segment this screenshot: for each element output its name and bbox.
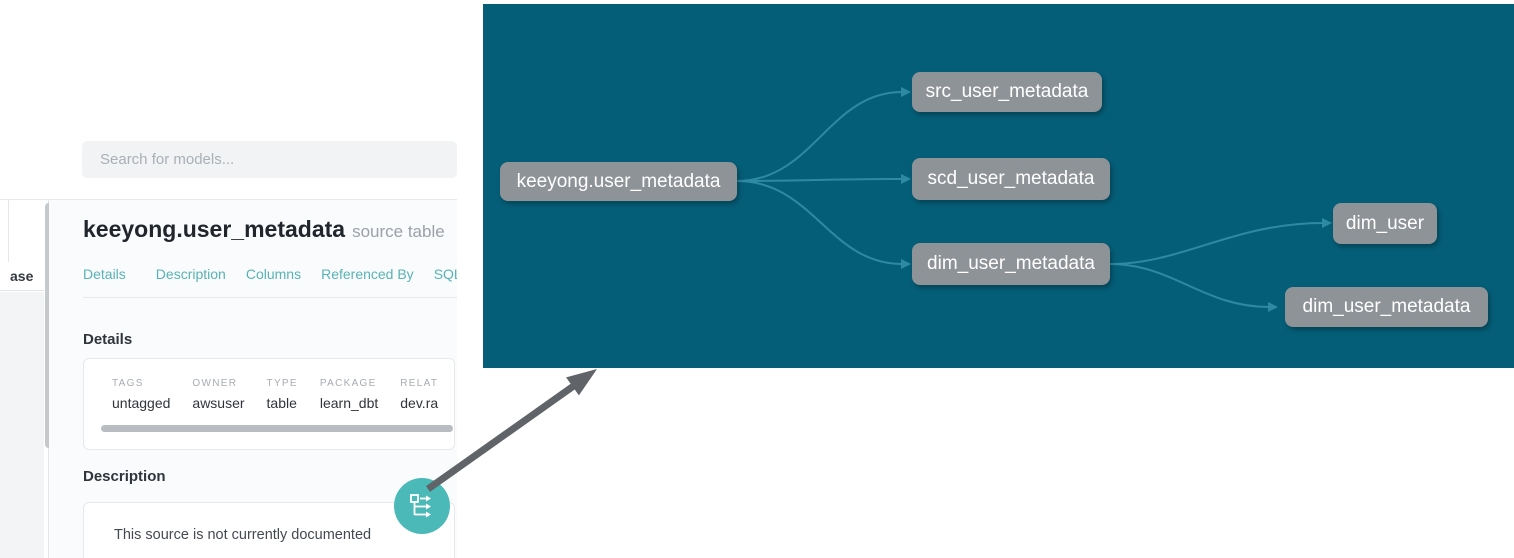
graph-node-dim-user[interactable]: dim_user <box>1333 203 1437 244</box>
detail-label: PACKAGE <box>319 378 377 389</box>
description-heading: Description <box>83 468 166 485</box>
sidebar-tab-database[interactable]: ase <box>0 262 44 291</box>
tabs-underline <box>83 297 457 298</box>
detail-value: dev.ra <box>400 395 439 411</box>
graph-node-src-user-metadata[interactable]: src_user_metadata <box>912 72 1102 112</box>
doc-tabs: Details Description Columns Referenced B… <box>83 266 457 282</box>
tab-referenced-by[interactable]: Referenced By <box>321 266 414 282</box>
detail-value: untagged <box>112 395 171 411</box>
details-card: TAGS untagged OWNER awsuser TYPE table P… <box>83 358 455 450</box>
description-text: This source is not currently documented <box>114 527 372 543</box>
tab-sql[interactable]: SQL <box>433 266 457 282</box>
tab-details[interactable]: Details <box>83 266 126 282</box>
header-divider <box>0 199 457 200</box>
graph-edge <box>736 174 911 185</box>
lineage-graph-button[interactable] <box>394 478 450 534</box>
description-card: This source is not currently documented <box>83 502 455 558</box>
tab-description[interactable]: Description <box>155 266 226 282</box>
sidebar-vertical-scrollbar[interactable] <box>45 203 52 448</box>
tab-columns[interactable]: Columns <box>245 266 302 282</box>
sidebar: ase <box>0 200 44 558</box>
graph-edge <box>1109 263 1278 312</box>
doc-title-row: keeyong.user_metadata source table <box>83 216 445 243</box>
page-title-suffix: source table <box>352 222 445 241</box>
graph-edge <box>736 180 911 269</box>
detail-field-type: TYPE table <box>267 378 298 411</box>
graph-node-scd-user-metadata[interactable]: scd_user_metadata <box>912 158 1110 200</box>
dbt-docs-app: ase keeyong.user_metadata source table De… <box>0 0 457 558</box>
lineage-graph-icon <box>409 493 431 517</box>
graph-node-dim-user-metadata[interactable]: dim_user_metadata <box>912 243 1110 285</box>
details-fields: TAGS untagged OWNER awsuser TYPE table P… <box>84 359 454 411</box>
graph-edge <box>736 87 911 182</box>
detail-label: TYPE <box>266 378 298 389</box>
detail-field-tags: TAGS untagged <box>112 378 170 411</box>
search-input[interactable] <box>82 141 457 178</box>
detail-field-package: PACKAGE learn_dbt <box>320 378 378 411</box>
sidebar-tree-area <box>0 292 44 558</box>
details-horizontal-scrollbar[interactable] <box>101 425 453 432</box>
detail-field-owner: OWNER awsuser <box>192 378 244 411</box>
detail-field-relation: RELAT dev.ra <box>400 378 438 411</box>
graph-edges <box>736 87 1332 312</box>
detail-value: learn_dbt <box>319 395 379 411</box>
graph-edge <box>1109 218 1332 265</box>
graph-node-source[interactable]: keeyong.user_metadata <box>500 162 737 201</box>
detail-value: table <box>266 395 297 411</box>
detail-value: awsuser <box>192 395 245 411</box>
detail-label: TAGS <box>112 378 144 389</box>
graph-node-dim-user-metadata-2[interactable]: dim_user_metadata <box>1285 287 1488 327</box>
sidebar-tab-divider <box>8 200 9 262</box>
details-heading: Details <box>83 331 133 348</box>
page-title: keeyong.user_metadata <box>83 216 346 242</box>
detail-label: OWNER <box>192 378 238 389</box>
doc-content: keeyong.user_metadata source table Detail… <box>49 200 457 558</box>
detail-label: RELAT <box>400 378 439 389</box>
lineage-graph-panel: keeyong.user_metadata src_user_metadata … <box>483 4 1514 368</box>
